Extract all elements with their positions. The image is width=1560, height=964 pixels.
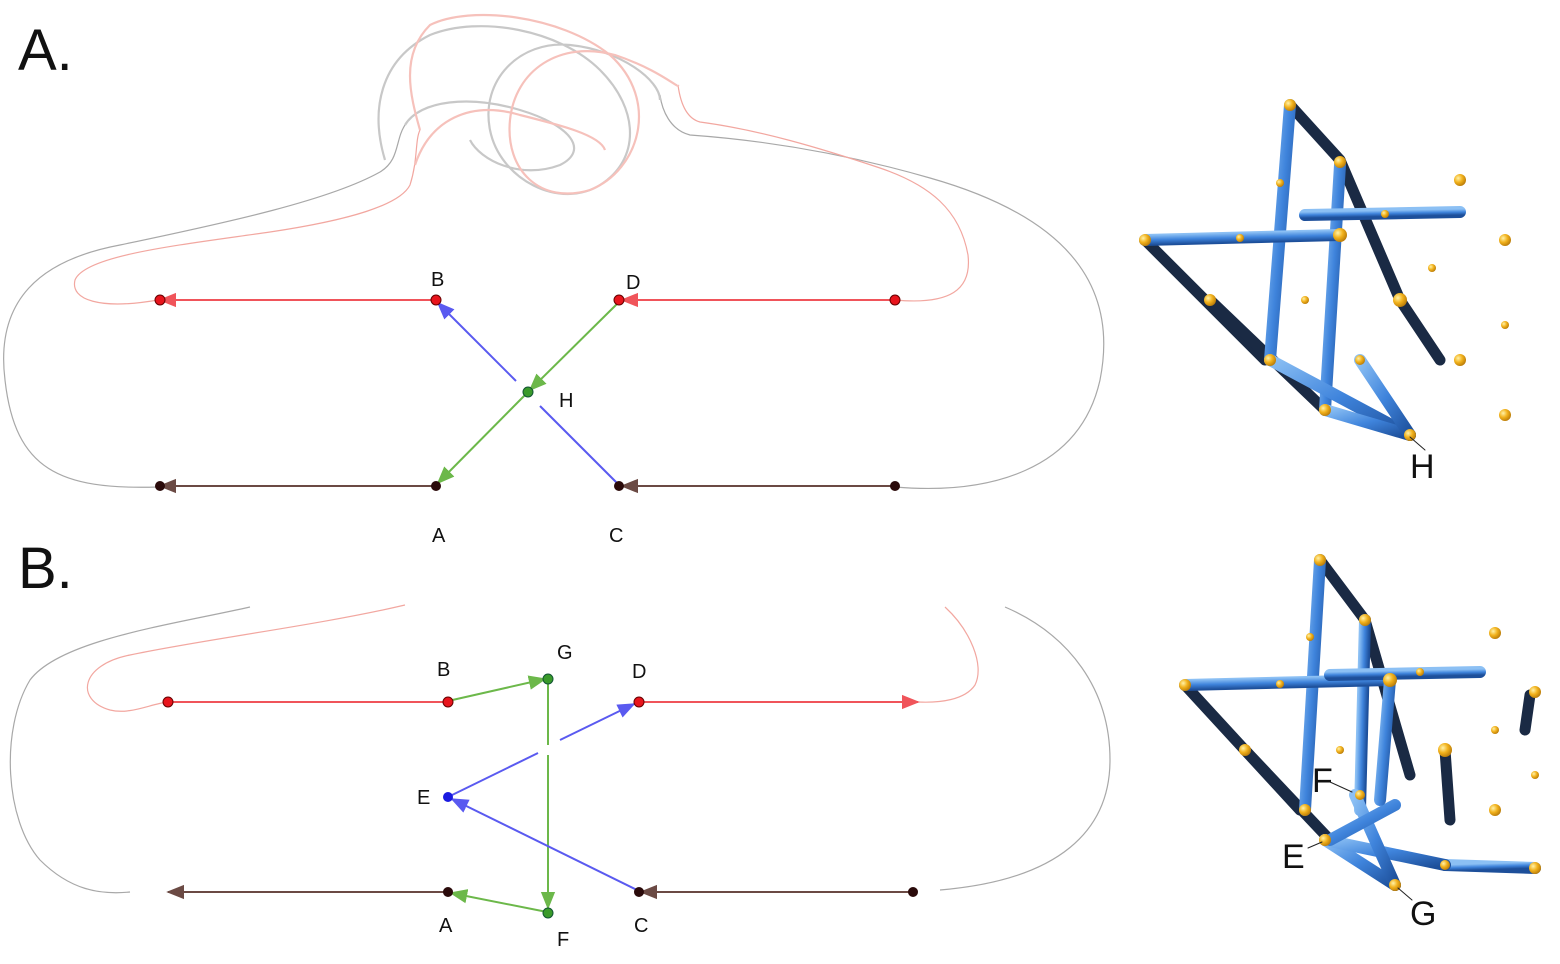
cube-label-g: G [1410, 895, 1436, 933]
label-a: A [432, 525, 446, 547]
panel-a-edges [158, 292, 895, 494]
label-a-b: A [439, 915, 453, 937]
panel-a-nodes [154, 294, 901, 491]
node-right-dark [890, 481, 900, 491]
node-left-red [154, 294, 166, 306]
panel-b-node-labels: B G D E A F C [417, 642, 648, 951]
callout-line-f [1329, 781, 1353, 793]
edge-d-to-h [528, 301, 620, 392]
node-c [614, 481, 624, 491]
panel-b-strands [9, 604, 1111, 894]
node-f [542, 907, 554, 919]
node-left-red-b [162, 696, 174, 708]
node-a-b [443, 887, 453, 897]
node-d-b [633, 696, 645, 708]
outer-pink-strand-left [73, 129, 421, 305]
panel-b-3d-lattice: F E G [1179, 554, 1541, 933]
node-h [522, 386, 534, 398]
lattice-a-joints [1139, 99, 1511, 441]
label-f: F [557, 929, 569, 951]
label-c: C [609, 525, 623, 547]
outer-pink-strand-left-b [86, 604, 406, 712]
lattice-a-blue-tubes [1139, 99, 1511, 441]
edge-c-to-e [450, 798, 640, 892]
label-h: H [559, 390, 573, 412]
node-left-dark [155, 481, 165, 491]
outer-gray-strand-left-b [9, 606, 251, 894]
lattice-b-blue-tubes [1179, 554, 1541, 891]
cube-label-f: F [1312, 762, 1333, 800]
edge-b-to-g [447, 675, 547, 702]
panel-a: A. [3, 13, 1511, 547]
panel-a-label: A. [18, 18, 73, 83]
callout-line-g [1397, 887, 1413, 901]
outer-pink-strand-right [677, 84, 970, 302]
panel-a-3d-lattice: H [1139, 99, 1511, 486]
label-b-b: B [437, 659, 450, 681]
node-e [443, 792, 453, 802]
node-right-red [889, 294, 901, 306]
cube-label-h: H [1410, 448, 1435, 486]
edge-c-to-h [539, 405, 619, 485]
label-c-b: C [634, 915, 648, 937]
panel-b-label: B. [18, 536, 73, 601]
panel-a-strands [3, 13, 1105, 490]
label-b: B [431, 269, 444, 291]
outer-gray-strand-right-b [939, 606, 1111, 891]
callout-line-h [1409, 436, 1426, 451]
node-a [431, 481, 441, 491]
outer-gray-strand-right [659, 94, 1105, 490]
node-right-dark-b [908, 887, 918, 897]
panel-b: B. [9, 536, 1541, 951]
knot-pink-loop [409, 13, 680, 195]
node-d [613, 294, 625, 306]
edge-f-to-a [449, 889, 548, 913]
node-b [430, 294, 442, 306]
edge-e-to-d [559, 703, 636, 741]
node-b-b [442, 696, 454, 708]
edge-h-to-b [436, 301, 517, 382]
panel-b-edges [166, 675, 920, 913]
lattice-b-joints [1179, 554, 1541, 891]
cube-label-e: E [1282, 838, 1305, 876]
node-g [542, 673, 554, 685]
edge-h-to-a [436, 392, 528, 485]
label-d: D [626, 272, 640, 294]
label-g: G [557, 642, 573, 664]
outer-pink-strand-right-b [917, 606, 979, 703]
outer-gray-strand [3, 124, 406, 488]
label-d-b: D [632, 661, 646, 683]
edge-e-to-d-start [447, 752, 539, 798]
label-e: E [417, 787, 430, 809]
panel-b-nodes [162, 673, 918, 919]
node-c-b [634, 887, 644, 897]
panel-a-node-labels: B D H A C [431, 269, 640, 547]
callout-line-e [1307, 841, 1323, 849]
